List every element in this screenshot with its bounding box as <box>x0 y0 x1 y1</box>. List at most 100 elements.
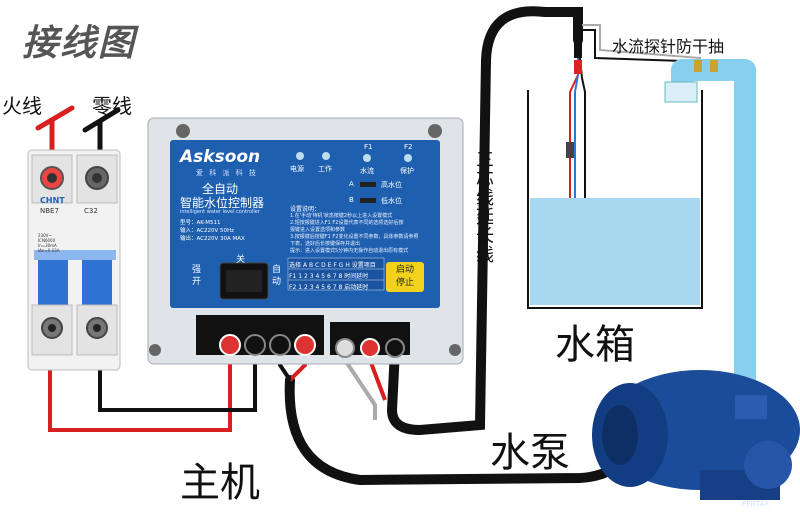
table-cell: 6 <box>326 284 331 291</box>
work-led <box>322 152 330 160</box>
extension-cable-label: 三芯线延长线 <box>473 150 494 264</box>
settings-table <box>287 257 385 291</box>
table-cell: 1 <box>298 284 303 291</box>
table-cell: F <box>333 262 337 269</box>
table-cell: F2 <box>289 284 297 291</box>
breaker-spec: 230V~ ICN6000 In=30mA IΔn=0.03A <box>38 233 59 253</box>
table-cell: 2 <box>303 273 308 280</box>
host-label: 主机 <box>180 460 260 506</box>
stop-label: 停止 <box>395 278 414 288</box>
table-cell: 8 <box>338 273 343 280</box>
table-cell: 设置项目 <box>351 262 376 269</box>
indicator-code-f2: F2 <box>404 143 413 151</box>
setup-line: 报键进入设置选项和参数 <box>290 227 346 233</box>
tank-label: 水箱 <box>555 322 635 368</box>
table-cell: 4 <box>315 273 320 280</box>
terminal-5 <box>335 338 355 358</box>
diagram-title: 接线图 <box>22 23 137 64</box>
table-cell: H <box>345 262 350 269</box>
level-b-label: 低水位 <box>381 197 402 205</box>
controller-model: 型号：AK-M511 <box>180 220 221 226</box>
table-cell: E <box>327 262 332 269</box>
controller-input: 输入：AC220V 50Hz <box>180 228 235 234</box>
table-row: F1 1 2 3 4 5 6 7 8 时间延时 <box>289 271 368 280</box>
table-cell: 4 <box>315 284 320 291</box>
table-cell: 7 <box>332 273 337 280</box>
breaker-brand: CHNT <box>40 196 65 205</box>
start-label: 启动 <box>395 265 414 275</box>
table-cell: 5 <box>321 273 326 280</box>
neutral-wire-label: 零线 <box>92 94 132 118</box>
pump-label: 水泵 <box>490 430 570 476</box>
controller-name-1: 全自动 <box>202 182 239 196</box>
table-cell: 启动延时 <box>344 284 369 291</box>
probe-lead-black <box>577 39 586 300</box>
table-cell: B <box>308 262 314 269</box>
indicator-flow: 水流 <box>360 167 374 175</box>
indicator-protect: 保护 <box>400 167 414 175</box>
setup-line: 3.按报键后按键F1 F2变化设置不同参数，具体参数请参照 <box>290 234 419 240</box>
switch-strong-label: 强开 <box>192 265 202 287</box>
neutral-input-wire <box>82 107 121 133</box>
live-wire-label: 火线 <box>2 94 42 118</box>
table-head: 选择 A B C D E F G H 设置项目 <box>289 260 376 269</box>
table-cell: 2 <box>303 284 308 291</box>
terminal-3 <box>269 334 291 356</box>
breaker-spec-line: IΔn=0.03A <box>38 248 60 253</box>
level-a-code: A <box>349 180 354 188</box>
extension-cable <box>386 6 583 436</box>
table-cell: G <box>338 262 344 269</box>
level-a-label: 高水位 <box>381 181 402 189</box>
table-row: F2 1 2 3 4 5 6 7 8 启动延时 <box>289 282 368 291</box>
controller-brand-sub: 爱 科 派 科 技 <box>196 169 258 177</box>
setup-line: 下表，选好后长按键保存并退出 <box>290 241 361 247</box>
start-stop-button[interactable]: 启动 停止 <box>386 262 424 292</box>
switch-off-label: 关 <box>236 255 246 265</box>
water-tank <box>527 90 703 309</box>
table-cell: 3 <box>309 273 314 280</box>
setup-line: 1.在'手动'待机'状态按键2秒以上进入设置模式 <box>290 213 393 219</box>
controller-name-en: intelligent water level controller <box>180 209 260 215</box>
table-cell: 6 <box>326 273 331 280</box>
setup-title: 设置说明： <box>290 206 321 213</box>
terminal-6 <box>360 338 380 358</box>
circuit-breaker <box>27 149 121 371</box>
probe-high <box>566 142 574 158</box>
table-cell: F1 <box>289 273 297 280</box>
controller-brand: Asksoon <box>180 147 261 167</box>
table-cell: 时间延时 <box>344 273 369 280</box>
live-wire <box>48 330 232 432</box>
water-pump <box>592 370 800 500</box>
controller-name-2: 智能水位控制器 <box>180 196 265 210</box>
indicator-code-f1: F1 <box>364 143 373 151</box>
table-cell: 5 <box>321 284 326 291</box>
power-led <box>296 152 304 160</box>
neutral-wire <box>98 335 257 412</box>
terminal-1 <box>219 334 241 356</box>
tank-water <box>530 198 700 305</box>
table-cell: A <box>302 262 308 269</box>
breaker-spec-line: In=30mA <box>38 243 57 248</box>
table-cell: D <box>321 262 326 269</box>
terminal-2 <box>244 334 266 356</box>
probe-label: 水流探针防干抽 <box>612 37 725 56</box>
setup-line: 2.短按报键进入F1 F2设置代表不同的选项选好后按 <box>290 220 404 226</box>
protect-led <box>404 154 412 162</box>
table-cell: 3 <box>309 284 314 291</box>
indicator-work: 工作 <box>318 165 332 173</box>
probe-connector <box>574 40 582 58</box>
setup-line: 提示：进入设置模式5分钟内无操作自动退出原有模式 <box>290 248 409 254</box>
switch-auto-label: 自动 <box>272 265 282 287</box>
table-cell: 选择 <box>289 262 302 269</box>
terminal-4 <box>294 334 316 356</box>
indicator-power: 电源 <box>290 165 304 173</box>
breaker-spec-line: ICN6000 <box>38 238 56 243</box>
table-cell: 1 <box>298 273 303 280</box>
breaker-spec-line: 230V~ <box>38 233 52 238</box>
high-level-led <box>360 182 376 187</box>
breaker-model: NBE7 <box>40 207 59 215</box>
flow-led <box>363 154 371 162</box>
water-pipe <box>664 59 756 420</box>
table-cell: C <box>315 262 320 269</box>
